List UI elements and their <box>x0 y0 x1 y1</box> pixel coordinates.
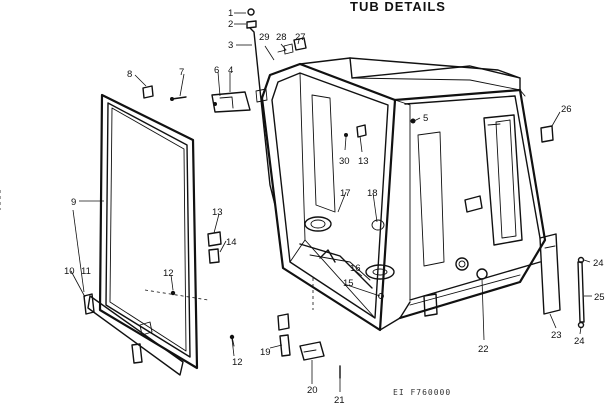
dishwasher-tub <box>249 27 554 332</box>
callout-12-lower: 12 <box>232 357 243 368</box>
callout-16: 16 <box>350 263 361 274</box>
leader-lines <box>0 12 592 392</box>
callout-14: 14 <box>226 237 237 248</box>
door-gasket <box>87 93 199 376</box>
callout-11: 11 <box>81 266 91 277</box>
diagram-title: TUB DETAILS <box>350 0 446 14</box>
small-parts <box>83 8 585 379</box>
callout-21: 21 <box>334 395 345 404</box>
callout-6: 6 <box>214 65 219 76</box>
callout-19: 19 <box>260 347 271 358</box>
diagram-code: EI F760000 <box>393 388 451 397</box>
callout-25: 25 <box>594 292 605 303</box>
callout-3: 3 <box>228 40 233 51</box>
callout-23: 23 <box>551 330 562 341</box>
callout-9: 9 <box>71 197 76 208</box>
callout-15: 15 <box>343 278 354 289</box>
callout-24-upper: 24 <box>593 258 604 269</box>
callout-4: 4 <box>228 65 233 76</box>
callout-12-upper: 12 <box>163 268 174 279</box>
callout-2: 2 <box>228 19 233 30</box>
callout-13-left: 13 <box>212 207 223 218</box>
callout-26: 26 <box>561 104 572 115</box>
callout-5: 5 <box>423 113 428 124</box>
callout-18: 18 <box>367 188 378 199</box>
callout-1: 1 <box>228 8 233 19</box>
callout-17: 17 <box>340 188 351 199</box>
callout-8: 8 <box>127 69 132 80</box>
callout-27: 27 <box>295 32 306 43</box>
callout-7: 7 <box>179 67 184 78</box>
callout-13-right: 13 <box>358 156 369 167</box>
callout-22: 22 <box>478 344 489 355</box>
callout-29: 29 <box>259 32 270 43</box>
callout-24-lower: 24 <box>574 336 585 347</box>
callout-30: 30 <box>339 156 350 167</box>
callout-10: 10 <box>64 266 75 277</box>
callout-28: 28 <box>276 32 287 43</box>
callout-20: 20 <box>307 385 318 396</box>
callout-labels: 1 2 3 4 5 6 7 8 9 10 11 12 12 13 13 14 1… <box>64 8 605 404</box>
